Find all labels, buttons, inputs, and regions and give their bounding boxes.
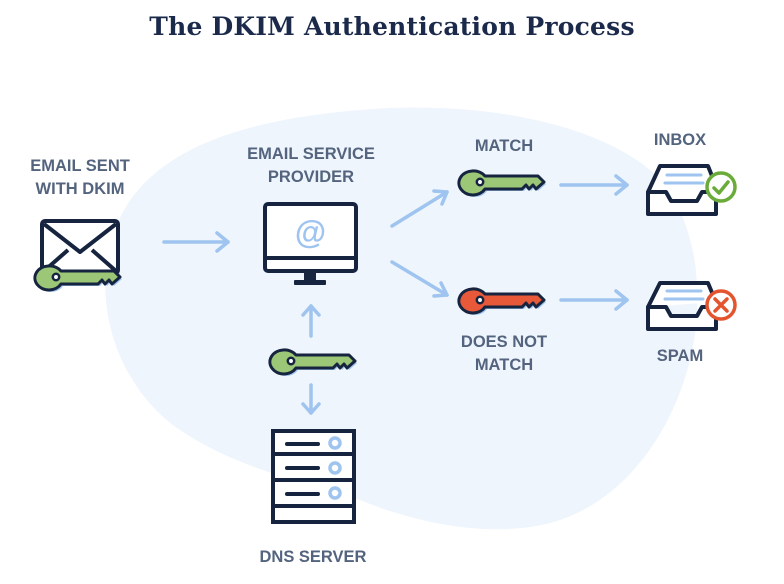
envelope-with-key-icon xyxy=(33,219,122,292)
label-email-service-provider: EMAIL SERVICE PROVIDER xyxy=(247,145,375,186)
background-blob xyxy=(105,107,698,530)
inbox-check-icon xyxy=(646,164,737,216)
arrow-sender-to-provider xyxy=(162,231,230,253)
label-inbox: INBOX xyxy=(653,131,707,149)
arrow-dns-up-to-provider xyxy=(301,304,321,338)
arrow-provider-to-nomatch xyxy=(390,260,449,298)
label-spam: SPAM xyxy=(656,347,704,365)
server-icon xyxy=(271,429,356,524)
dns-key-icon xyxy=(268,348,357,376)
label-match: MATCH xyxy=(474,137,534,155)
arrow-nomatch-to-spam xyxy=(559,289,629,311)
diagram-title: The DKIM Authentication Process xyxy=(149,12,635,41)
inbox-cross-icon xyxy=(646,281,737,331)
arrow-provider-to-match xyxy=(390,189,449,228)
label-email-sent: EMAIL SENT WITH DKIM xyxy=(30,157,130,198)
arrow-key-down-to-dns xyxy=(301,383,321,415)
match-key-icon xyxy=(457,169,546,197)
at-symbol: @ xyxy=(295,214,326,250)
label-does-not-match: DOES NOT MATCH xyxy=(460,333,548,374)
arrow-match-to-inbox xyxy=(559,174,629,196)
monitor-at-icon: @ xyxy=(263,202,358,285)
label-dns-server: DNS SERVER xyxy=(259,548,367,566)
nomatch-key-icon xyxy=(457,287,546,315)
